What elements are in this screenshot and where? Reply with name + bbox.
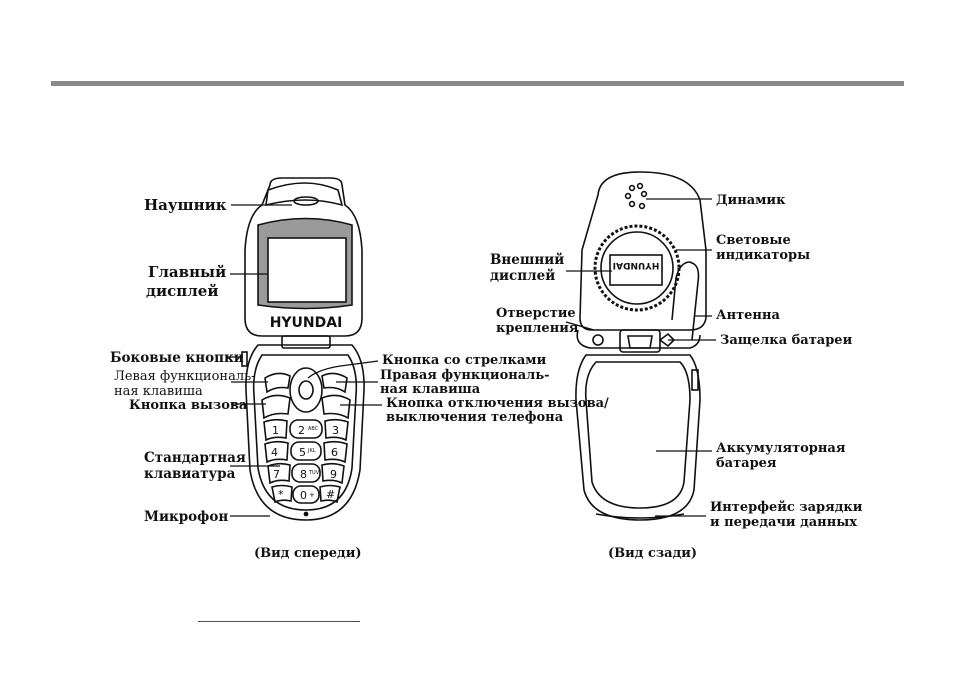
- label-battery-1: Аккумуляторная: [716, 441, 846, 456]
- label-antenna: Антенна: [716, 308, 780, 323]
- svg-text:ABC: ABC: [308, 426, 319, 432]
- key-2: 2: [298, 424, 305, 437]
- label-strap-hole-1: Отверстие: [496, 306, 576, 321]
- pointer-lines: [227, 198, 716, 517]
- left-soft-key: [264, 372, 291, 394]
- label-right-soft-key-2: ная клавиша: [380, 382, 481, 397]
- svg-text:+: +: [309, 491, 315, 499]
- label-main-display-1: Главный: [148, 263, 227, 281]
- svg-text:JKL: JKL: [307, 448, 316, 454]
- strap-hole: [592, 334, 604, 346]
- key-3: 3: [332, 424, 339, 437]
- key-hash: #: [326, 488, 335, 501]
- header-rule: [51, 81, 904, 86]
- earpiece-area: [265, 182, 344, 207]
- label-left-soft-key-2: ная клавиша: [114, 384, 203, 399]
- label-arrow-button: Кнопка со стрелками: [382, 353, 547, 368]
- key-1: 1: [272, 424, 279, 437]
- keypad-labels: 1 2 ABC 3 4 5 JKL 6 7 8 TUV 9 * 0 + #: [271, 424, 339, 502]
- key-6: 6: [331, 446, 338, 459]
- key-7: 7: [273, 468, 280, 481]
- end-key: [321, 394, 351, 420]
- right-soft-key: [321, 372, 348, 394]
- label-charge-interface-2: и передачи данных: [710, 515, 857, 530]
- label-left-soft-key-1: Левая функциональ-: [114, 369, 256, 384]
- label-battery-2: батарея: [716, 456, 777, 471]
- antenna: [671, 261, 700, 341]
- key-8: 8: [300, 468, 307, 481]
- label-standard-keypad-2: клавиатура: [144, 466, 236, 482]
- battery: [584, 361, 691, 509]
- label-battery-latch: Защелка батареи: [720, 333, 853, 348]
- label-side-buttons: Боковые кнопки: [110, 350, 244, 366]
- call-key: [261, 394, 291, 420]
- nav-pad: [289, 367, 323, 413]
- label-speaker: Динамик: [716, 193, 786, 208]
- back-phone-drawing: [575, 171, 707, 521]
- svg-text:TUV: TUV: [308, 470, 320, 476]
- label-end-button-1: Кнопка отключения вызова/: [386, 396, 609, 411]
- earpiece: [293, 196, 319, 206]
- key-star: *: [278, 488, 284, 501]
- label-call-button: Кнопка вызова: [129, 398, 248, 413]
- label-right-soft-key-1: Правая функциональ-: [380, 368, 550, 383]
- label-light-indicators-1: Световые: [716, 233, 791, 248]
- label-strap-hole-2: крепления: [496, 321, 579, 336]
- back-brand-logo: HYUNDAI: [613, 260, 660, 270]
- label-external-display-1: Внешний: [490, 252, 565, 268]
- external-display: [609, 254, 663, 286]
- key-9: 9: [330, 468, 337, 481]
- hinge: [281, 335, 331, 349]
- main-display: [267, 237, 347, 303]
- nav-center: [298, 380, 314, 400]
- label-end-button-2: выключения телефона: [386, 410, 564, 425]
- front-phone-drawing: [241, 177, 365, 521]
- label-microphone: Микрофон: [144, 509, 229, 525]
- label-charge-interface-1: Интерфейс зарядки: [710, 500, 863, 515]
- battery-latch: [619, 329, 661, 353]
- caption-back: (Вид сзади): [608, 546, 698, 561]
- label-standard-keypad-1: Стандартная: [144, 450, 246, 466]
- key-5: 5: [299, 446, 306, 459]
- front-brand-logo: HYUNDAI: [270, 315, 343, 331]
- side-clip: [691, 369, 699, 391]
- label-main-display-2: дисплей: [146, 282, 219, 300]
- hyperlink-underline[interactable]: [198, 621, 360, 622]
- key-0: 0: [300, 489, 307, 502]
- key-4: 4: [271, 446, 278, 459]
- side-button: [241, 351, 248, 367]
- label-light-indicators-2: индикаторы: [716, 248, 811, 263]
- label-external-display-2: дисплей: [490, 268, 556, 284]
- label-earpiece: Наушник: [144, 196, 227, 214]
- caption-front: (Вид спереди): [254, 546, 362, 561]
